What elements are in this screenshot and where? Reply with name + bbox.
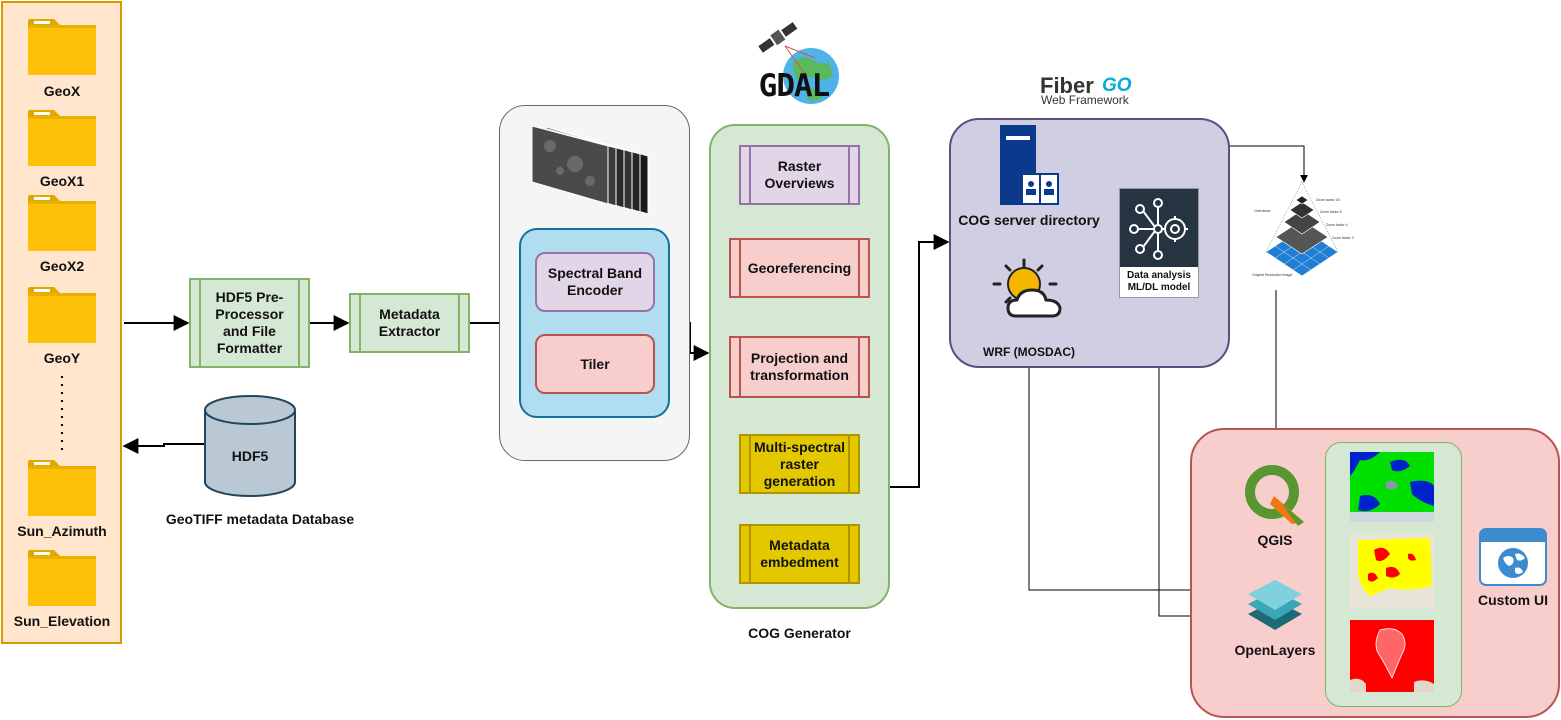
openlayers-logo-icon[interactable]	[1246, 578, 1304, 634]
hdf5-preprocessor-box[interactable]: HDF5 Pre-Processor and File Formatter	[189, 278, 310, 368]
arrow-wrf-to-openlayers	[1028, 367, 1239, 594]
gdal-logo-text: GDAL	[758, 68, 831, 104]
raster-overviews-label: Raster Overviews	[764, 158, 835, 191]
hdf5-db-caption: GeoTIFF metadata Database	[165, 511, 355, 527]
folder-icon[interactable]	[28, 19, 96, 75]
folder-label-geox: GeoX	[43, 83, 81, 99]
weather-sun-cloud-icon	[992, 258, 1062, 318]
metadata-extractor-label: Metadata Extractor	[378, 306, 441, 339]
wrf-label: WRF (MOSDAC)	[983, 345, 1075, 359]
arrow-db-to-folders	[122, 438, 204, 454]
folder-label-geox2: GeoX2	[39, 258, 85, 274]
pyramid-level-2: Zoom factor 4	[1326, 223, 1348, 227]
metadata-extractor-box[interactable]: Metadata Extractor	[349, 293, 470, 353]
fiber-logo-go: GO	[1102, 75, 1132, 96]
folder-label-sun-elevation: Sun_Elevation	[13, 613, 111, 629]
folder-label-sun-azimuth: Sun_Azimuth	[17, 523, 107, 539]
ml-model-label: Data analysis ML/DL model	[1127, 270, 1191, 293]
ellipsis-dots	[61, 376, 63, 452]
ml-network-icon	[1120, 189, 1198, 267]
multispectral-raster-box[interactable]: Multi-spectral raster generation	[739, 434, 860, 494]
qgis-logo-icon[interactable]	[1242, 464, 1308, 526]
tiler-box[interactable]: Tiler	[535, 334, 655, 394]
map-preview-classification[interactable]	[1350, 452, 1434, 522]
pyramid-side-label: Overviews	[1254, 209, 1271, 213]
raster-overviews-box[interactable]: Raster Overviews	[739, 145, 860, 205]
gdal-logo	[758, 22, 839, 104]
folder-icon[interactable]	[28, 460, 96, 516]
multispectral-raster-label: Multi-spectral raster generation	[753, 438, 845, 489]
custom-ui-window-icon[interactable]	[1479, 528, 1547, 586]
georeferencing-label: Georeferencing	[747, 259, 852, 276]
folder-icon[interactable]	[28, 550, 96, 606]
cog-generator-caption: COG Generator	[748, 625, 851, 641]
map-preview-india[interactable]	[1350, 620, 1434, 692]
folder-label-geox1: GeoX1	[39, 173, 85, 189]
hdf5-database-cylinder[interactable]	[203, 394, 297, 498]
projection-transformation-label: Projection and transformation	[750, 350, 849, 383]
cog-server-label: COG server directory	[958, 212, 1100, 228]
qgis-label: QGIS	[1257, 532, 1293, 548]
raster-bands-stack-icon	[531, 126, 649, 215]
openlayers-label: OpenLayers	[1234, 642, 1316, 658]
folder-icon[interactable]	[28, 287, 96, 343]
hdf5-preprocessor-label: HDF5 Pre-Processor and File Formatter	[215, 289, 284, 356]
metadata-embedment-label: Metadata embedment	[760, 537, 839, 570]
pyramid-level-1: Zoom factor 8	[1320, 210, 1342, 214]
map-preview-heatmap[interactable]	[1350, 534, 1434, 608]
tile-pyramid-icon: Zoom factor 16 Zoom factor 8 Zoom factor…	[1252, 181, 1354, 277]
tiler-label: Tiler	[580, 355, 610, 372]
custom-ui-label: Custom UI	[1478, 592, 1548, 608]
hdf5-db-label: HDF5	[231, 448, 269, 464]
spectral-band-encoder-label: Spectral Band Encoder	[547, 265, 643, 298]
pyramid-level-0: Zoom factor 16	[1316, 198, 1340, 202]
projection-transformation-box[interactable]: Projection and transformation	[729, 336, 870, 398]
fiber-logo: Fiber GO Web Framework	[1040, 73, 1150, 107]
pyramid-level-3: Zoom factor 2	[1332, 236, 1354, 240]
fiber-logo-sub: Web Framework	[1041, 93, 1129, 107]
folder-icon[interactable]	[28, 110, 96, 166]
arrow-cog-to-server	[889, 234, 950, 488]
pyramid-base-label: Original Resolution Image	[1252, 273, 1292, 277]
cog-server-icon[interactable]	[998, 124, 1060, 208]
folder-icon[interactable]	[28, 195, 96, 251]
georeferencing-box[interactable]: Georeferencing	[729, 238, 870, 298]
metadata-embedment-box[interactable]: Metadata embedment	[739, 524, 860, 584]
fiber-logo-name: Fiber	[1040, 73, 1094, 98]
folder-label-geoy: GeoY	[43, 350, 81, 366]
spectral-band-encoder-box[interactable]: Spectral Band Encoder	[535, 252, 655, 312]
